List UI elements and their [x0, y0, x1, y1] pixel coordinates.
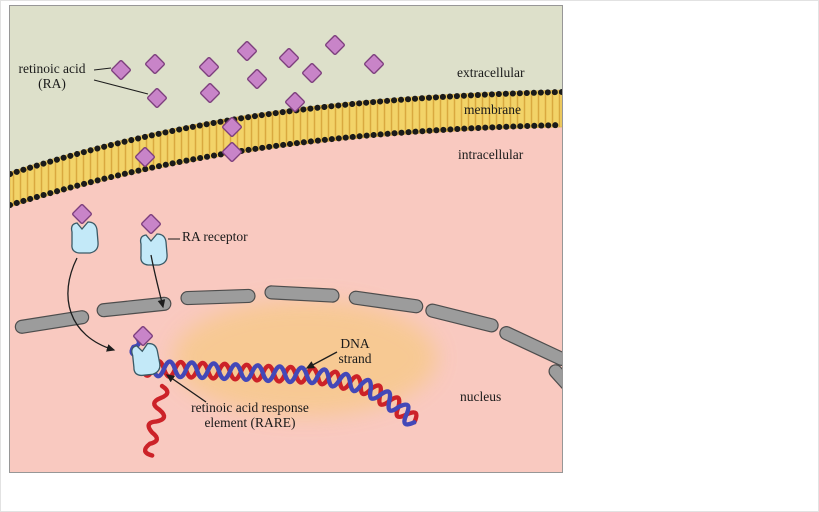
ra-receptor-free-2 — [139, 233, 168, 266]
lipid-head-row-inner — [10, 122, 562, 208]
nuclear-envelope-segment — [548, 364, 562, 424]
label-retinoic-acid-line2: (RA) — [38, 76, 66, 91]
receptor1-to-nucleus-arrow — [67, 257, 116, 352]
annotation-lines — [67, 67, 338, 403]
ra-label-pointer-1 — [93, 67, 112, 71]
nuclear-envelope-segment — [425, 303, 499, 333]
plasma-membrane — [10, 89, 562, 208]
diagram-canvas — [10, 6, 562, 472]
dna-strand-blue — [139, 358, 417, 427]
label-dna-strand-line2: strand — [338, 351, 372, 366]
label-extracellular: extracellular — [457, 65, 525, 80]
label-membrane: membrane — [464, 102, 521, 117]
nuclear-envelope-segment — [264, 285, 340, 303]
receptor2-to-nucleus-arrow — [150, 254, 166, 309]
cell-diagram — [9, 5, 563, 473]
label-nucleus: nucleus — [460, 389, 502, 404]
label-intracellular: intracellular — [458, 147, 524, 162]
nuclear-envelope-segment — [499, 326, 562, 366]
dna-strand-red-tail — [142, 383, 170, 458]
nuclear-envelope-segment — [96, 296, 172, 318]
label-retinoic-acid-line1: retinoic acid — [18, 61, 86, 76]
rare-label-pointer — [165, 374, 207, 403]
label-rare-line1: retinoic acid response — [191, 400, 309, 415]
lipid-tails — [10, 90, 562, 207]
ra-receptor-dna-bound — [130, 341, 162, 377]
label-dna-strand: DNA strand — [323, 336, 387, 366]
dna-strand-label-arrow — [305, 351, 338, 369]
ra-receptor-free-1 — [70, 221, 99, 254]
extracellular-region — [10, 6, 562, 172]
label-dna-strand-line1: DNA — [340, 336, 370, 351]
nuclear-envelope-segment — [348, 290, 424, 314]
label-rare-line2: element (RARE) — [204, 415, 296, 430]
nuclear-envelope-segment — [14, 310, 90, 334]
label-retinoic-acid: retinoic acid (RA) — [9, 61, 95, 91]
nuclear-envelope-segment — [180, 288, 256, 306]
label-ra-receptor: RA receptor — [182, 229, 248, 244]
ra-label-pointer-2 — [93, 79, 149, 95]
nuclear-envelope — [14, 285, 562, 424]
label-rare: retinoic acid response element (RARE) — [169, 400, 331, 430]
lipid-head-row-outer — [10, 89, 562, 177]
